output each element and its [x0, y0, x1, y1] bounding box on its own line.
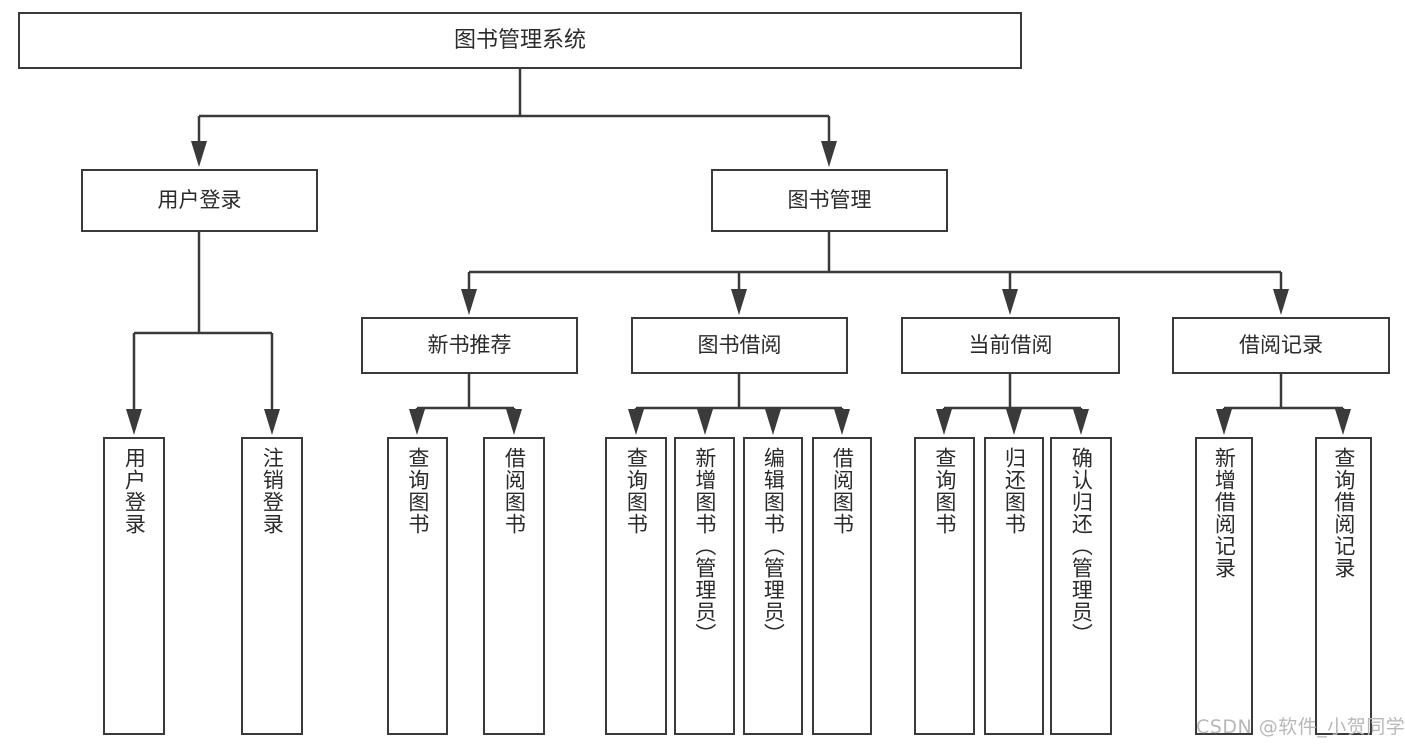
- node-root[interactable]: 图书管理系统: [18, 12, 1022, 69]
- edge-arrowhead-5-2: [1073, 409, 1089, 435]
- node-l3_2[interactable]: 当前借阅: [901, 317, 1120, 374]
- edge-arrowhead-6-1: [1335, 409, 1351, 435]
- edge-arrowhead-2-3: [1273, 289, 1289, 315]
- node-leaf_7[interactable]: 借阅图书: [812, 437, 872, 735]
- node-leaf_8[interactable]: 查询图书: [914, 437, 975, 735]
- node-label: 用户登录: [122, 447, 147, 535]
- node-leaf_1[interactable]: 注销登录: [241, 437, 303, 735]
- edge-arrowhead-2-2: [1002, 289, 1018, 315]
- node-label: 查询图书: [405, 447, 430, 535]
- node-l3_3[interactable]: 借阅记录: [1172, 317, 1390, 374]
- node-label: 编辑图书（管理员）: [761, 447, 786, 645]
- node-leaf_10[interactable]: 确认归还（管理员）: [1050, 437, 1112, 735]
- edge-arrowhead-6-0: [1216, 409, 1232, 435]
- edge-arrowhead-2-1: [731, 289, 747, 315]
- node-label: 新增借阅记录: [1212, 447, 1237, 579]
- node-label: 图书管理: [787, 188, 872, 213]
- node-leaf_4[interactable]: 查询图书: [605, 437, 667, 735]
- edge-arrowhead-1-0: [126, 409, 142, 435]
- edge-arrowhead-5-1: [1006, 409, 1022, 435]
- node-label: 借阅记录: [1239, 333, 1323, 358]
- node-label: 确认归还（管理员）: [1069, 447, 1094, 645]
- node-label: 查询图书: [624, 447, 649, 535]
- node-label: 图书借阅: [697, 333, 782, 358]
- edge-arrowhead-1-1: [264, 409, 280, 435]
- node-leaf_6[interactable]: 编辑图书（管理员）: [743, 437, 803, 735]
- watermark-label: CSDN @软件_小贺同学: [1196, 716, 1405, 738]
- node-leaf_12[interactable]: 查询借阅记录: [1315, 437, 1372, 735]
- edge-arrowhead-0-1: [821, 141, 837, 167]
- node-leaf_2[interactable]: 查询图书: [387, 437, 448, 735]
- node-label: 新增图书（管理员）: [692, 447, 717, 645]
- node-l3_0[interactable]: 新书推荐: [361, 317, 578, 374]
- edge-arrowhead-0-0: [191, 141, 207, 167]
- node-leaf_9[interactable]: 归还图书: [984, 437, 1044, 735]
- node-label: 用户登录: [157, 188, 242, 213]
- edge-arrowhead-3-0: [409, 409, 425, 435]
- node-label: 注销登录: [260, 447, 285, 535]
- node-l2_1[interactable]: 图书管理: [711, 169, 948, 232]
- edge-arrowhead-4-3: [834, 409, 850, 435]
- edge-arrowhead-4-1: [697, 409, 713, 435]
- node-label: 当前借阅: [968, 333, 1053, 358]
- node-label: 归还图书: [1002, 447, 1027, 535]
- edge-arrowhead-4-2: [765, 409, 781, 435]
- node-label: 新书推荐: [427, 333, 512, 358]
- node-label: 借阅图书: [830, 447, 855, 535]
- edge-arrowhead-4-0: [628, 409, 644, 435]
- node-label: 图书管理系统: [453, 27, 586, 53]
- edge-arrowhead-2-0: [461, 289, 477, 315]
- node-label: 查询借阅记录: [1331, 447, 1356, 579]
- node-l2_0[interactable]: 用户登录: [81, 169, 318, 232]
- node-leaf_5[interactable]: 新增图书（管理员）: [674, 437, 735, 735]
- node-leaf_3[interactable]: 借阅图书: [483, 437, 545, 735]
- edge-arrowhead-3-1: [506, 409, 522, 435]
- node-label: 查询图书: [932, 447, 957, 535]
- node-leaf_11[interactable]: 新增借阅记录: [1195, 437, 1253, 735]
- node-leaf_0[interactable]: 用户登录: [103, 437, 165, 735]
- node-l3_1[interactable]: 图书借阅: [631, 317, 848, 374]
- node-label: 借阅图书: [502, 447, 527, 535]
- edge-arrowhead-5-0: [936, 409, 952, 435]
